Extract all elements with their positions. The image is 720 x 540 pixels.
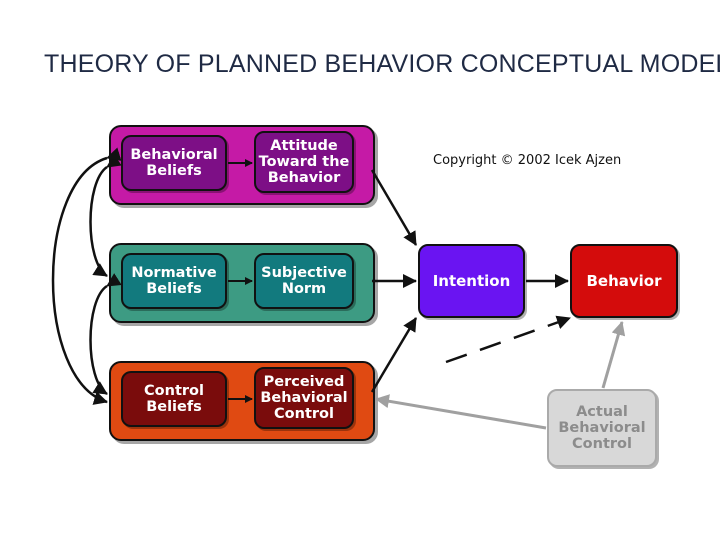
subjective-norm-box: Subjective Norm [254, 253, 354, 309]
normative-beliefs-box: Normative Beliefs [121, 253, 227, 309]
page-title: THEORY OF PLANNED BEHAVIOR CONCEPTUAL MO… [44, 50, 720, 78]
actual-control-box: Actual Behavioral Control [547, 389, 657, 467]
arrow-perceived-behavior-dashed [445, 315, 571, 364]
copyright-notice: Copyright © 2002 Icek Ajzen [433, 153, 622, 168]
control-beliefs-box: Control Beliefs [121, 371, 227, 427]
arrow-curve-normative-control [89, 273, 122, 396]
attitude-box: Attitude Toward the Behavior [254, 131, 354, 193]
perceived-control-box: Perceived Behavioral Control [254, 367, 354, 429]
arrow-attitude-intention [370, 169, 418, 246]
arrow-curve-beliefs-control [51, 147, 122, 405]
arrow-curve-beliefs-normative [89, 153, 122, 278]
arrow-control-intention [370, 317, 418, 393]
behavioral-beliefs-box: Behavioral Beliefs [121, 135, 227, 191]
intention-box: Intention [418, 244, 525, 318]
behavior-box: Behavior [570, 244, 678, 318]
arrow-actual-behavior [601, 321, 626, 389]
arrow-actual-perceived [375, 394, 547, 430]
